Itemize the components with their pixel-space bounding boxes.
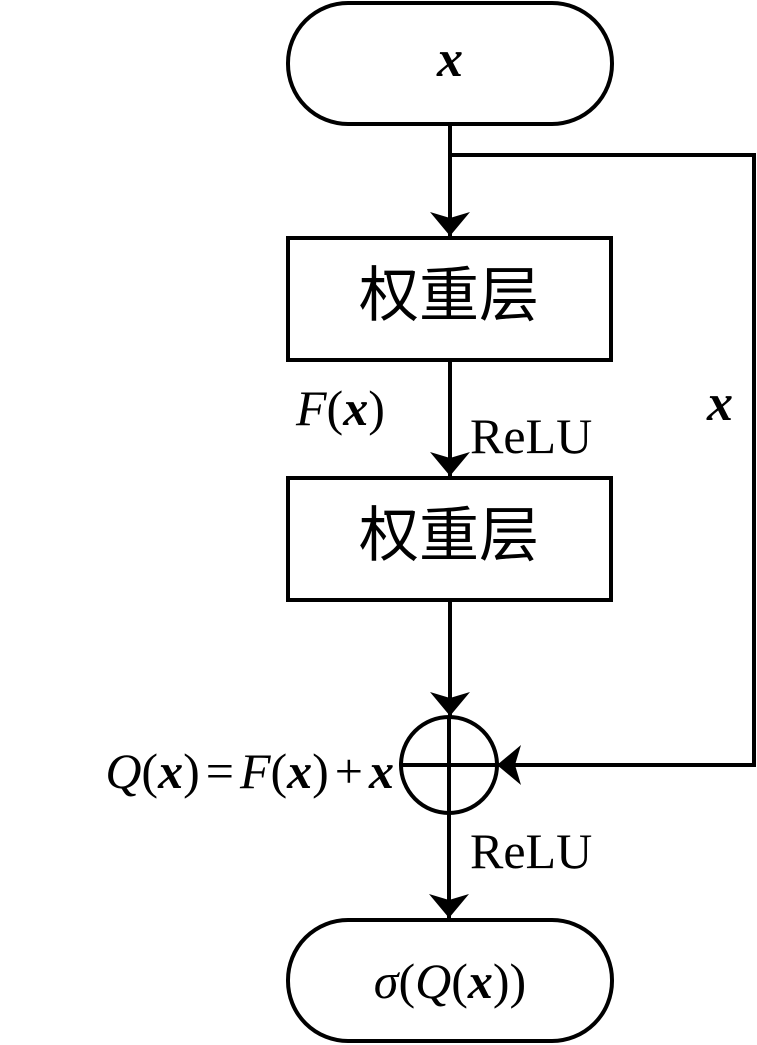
weight-layer-2-label: 权重层 xyxy=(359,501,539,571)
relu-label-2: ReLU xyxy=(470,823,592,879)
weight-layer-1: 权重层 xyxy=(286,236,613,362)
output-node: σ(Q(x)) xyxy=(286,918,614,1043)
skip-x-label: x xyxy=(706,375,733,432)
input-node: x xyxy=(286,1,614,126)
fx-label: F(x) xyxy=(295,380,385,436)
weight-layer-2: 权重层 xyxy=(286,476,613,602)
input-label: x xyxy=(436,31,463,88)
sum-equation: Q(x)=F(x)+x xyxy=(105,743,394,799)
relu-label-1: ReLU xyxy=(470,408,592,464)
output-label: σ(Q(x)) xyxy=(374,953,526,1009)
sum-node xyxy=(399,715,499,815)
weight-layer-1-label: 权重层 xyxy=(359,261,539,331)
skip-connection xyxy=(450,153,756,785)
